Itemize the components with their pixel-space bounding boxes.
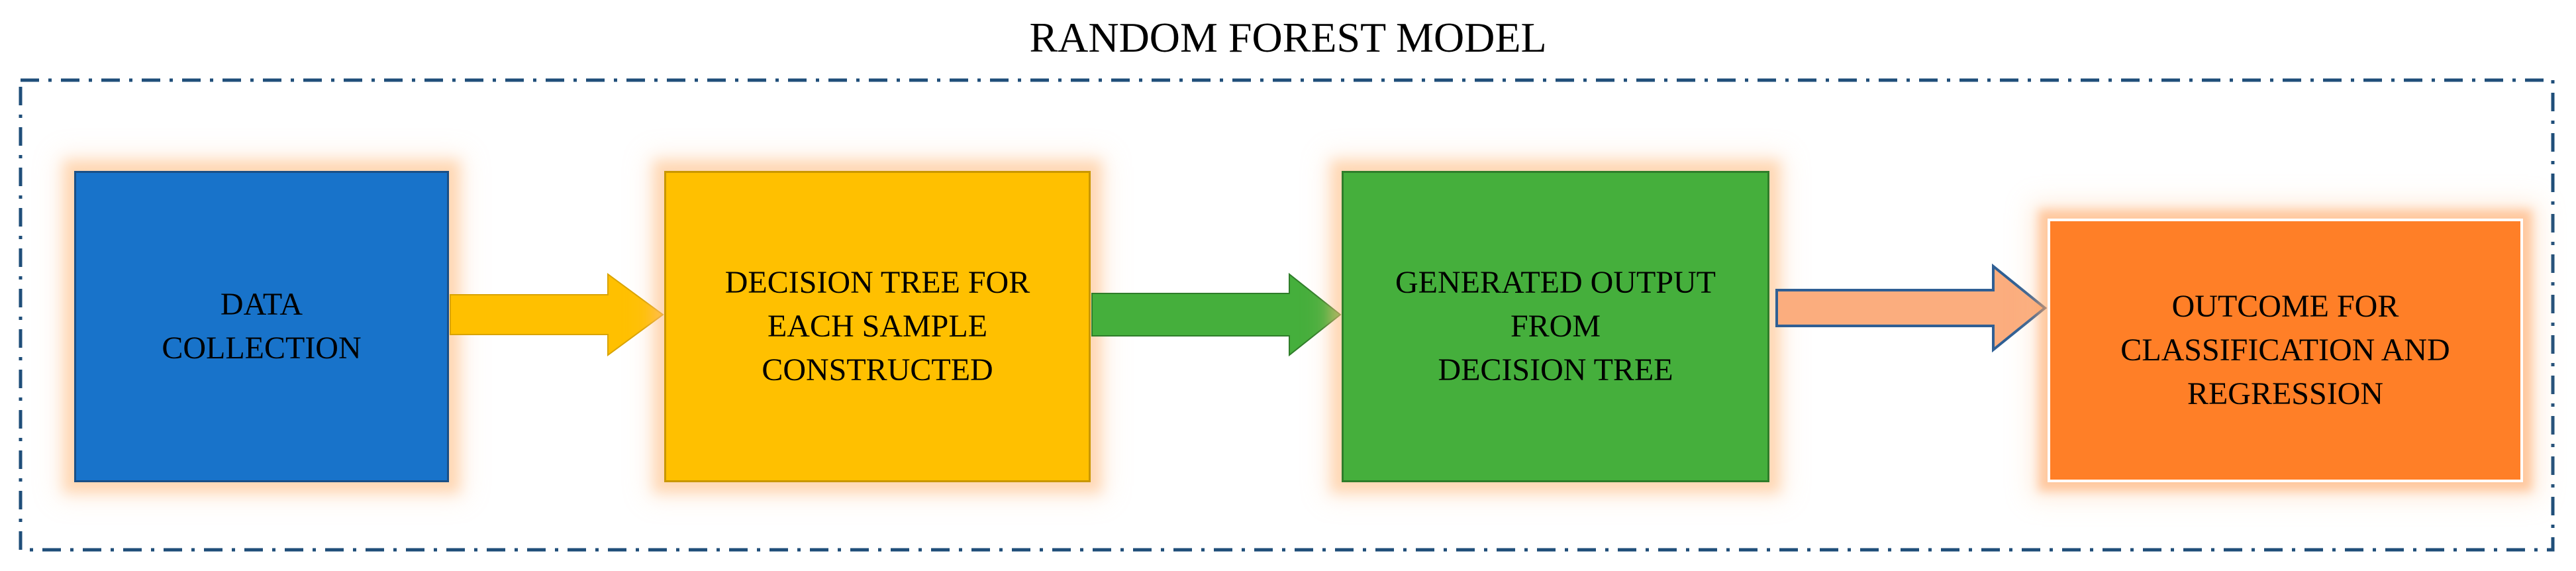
diagram-title: RANDOM FOREST MODEL: [1029, 14, 1547, 61]
step-outcome: OUTCOME FOR CLASSIFICATION AND REGRESSIO…: [2048, 219, 2523, 482]
dash-dot-frame: [19, 78, 2555, 552]
arrow-3: [1775, 264, 2048, 352]
step-decision-tree: DECISION TREE FOR EACH SAMPLE CONSTRUCTE…: [664, 171, 1091, 482]
arrow-1: [450, 273, 664, 356]
step-data-collection: DATA COLLECTION: [74, 171, 449, 482]
step-generated-output: GENERATED OUTPUT FROM DECISION TREE: [1342, 171, 1769, 482]
arrow-2: [1091, 272, 1342, 357]
